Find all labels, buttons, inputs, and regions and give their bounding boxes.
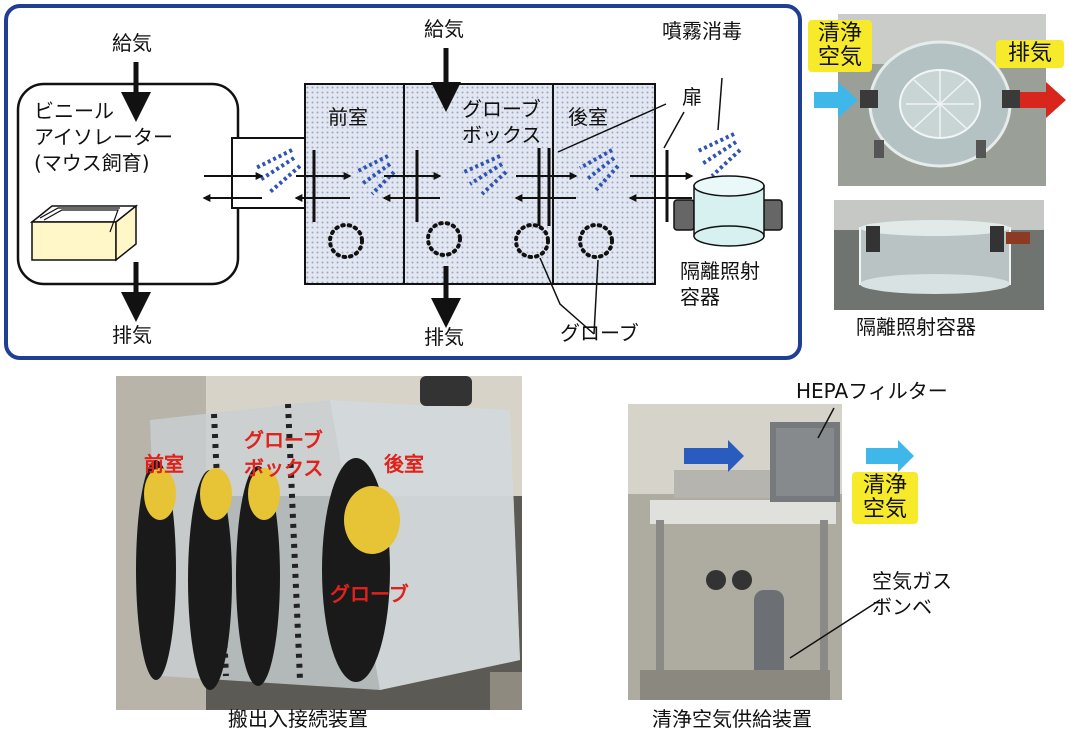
- connection-duct: [231, 137, 307, 209]
- bottom-left-caption: 搬出入接続装置: [228, 707, 368, 731]
- rear-room-label: 後室: [568, 105, 608, 129]
- supply-clean-air-badge: 清浄 空気: [852, 472, 918, 525]
- clean-air-line-1: 清浄: [817, 21, 862, 46]
- door-lines: [312, 148, 669, 226]
- photo-front-room-label: 前室: [144, 452, 184, 476]
- glove-box-label-2: ボックス: [462, 123, 542, 147]
- clean-air-badge: 清浄 空気: [808, 20, 872, 73]
- front-room-label: 前室: [328, 105, 368, 129]
- supply-clean-air-line-2: 空気: [862, 497, 907, 523]
- transfer-arrows: [202, 172, 694, 202]
- isolation-container-icon: [673, 175, 783, 247]
- top-right-caption: 隔離照射容器: [856, 315, 976, 339]
- glove-label: グローブ: [560, 321, 639, 345]
- door-label: 扉: [682, 85, 702, 109]
- spray-icons: [255, 132, 742, 196]
- exhaust-badge: 排気: [996, 40, 1064, 69]
- isolation-container-label-1: 隔離照射: [680, 259, 760, 283]
- airflow-arrows: [121, 48, 461, 328]
- photo-glove-label: グローブ: [330, 582, 409, 606]
- exhaust-out-arrow: [1020, 82, 1066, 118]
- supply-blue-arrow: [684, 440, 744, 472]
- supply-center-label: 給気: [424, 17, 464, 41]
- glovebox-body: [304, 83, 656, 285]
- supply-left-label: 給気: [112, 31, 152, 55]
- exhaust-center-label: 排気: [424, 325, 464, 349]
- photo4-leaders: [789, 407, 881, 659]
- vinyl-isolator-label-3: (マウス飼育): [34, 151, 150, 175]
- vinyl-isolator-label-2: アイソレーター: [34, 125, 173, 149]
- spray-disinfection-label: 噴霧消毒: [662, 19, 742, 43]
- photo-glove-box-label-2: ボックス: [244, 456, 324, 480]
- cage-icon: [29, 204, 139, 262]
- photo-container-side: [834, 200, 1044, 310]
- glove-box-label-1: グローブ: [462, 97, 541, 121]
- photo-glove-box-label-1: グローブ: [244, 428, 323, 452]
- photo-rear-room-label: 後室: [384, 452, 424, 476]
- exhaust-left-label: 排気: [112, 323, 152, 347]
- clean-air-line-2: 空気: [817, 45, 862, 71]
- leader-lines: [539, 77, 723, 335]
- bottom-right-caption: 清浄空気供給装置: [652, 707, 812, 731]
- glove-ports: [328, 221, 614, 259]
- isolation-container-label-2: 容器: [680, 285, 720, 309]
- clean-air-in-arrow: [814, 82, 858, 118]
- hepa-filter-label: HEPAフィルター: [796, 379, 948, 403]
- vinyl-isolator-label-1: ビニール: [34, 99, 114, 123]
- gas-cylinder-label-2: ボンベ: [872, 595, 932, 619]
- diagram-frame: [4, 4, 802, 360]
- gas-cylinder-label-1: 空気ガス: [872, 569, 952, 593]
- photo-glovebox: [116, 376, 522, 710]
- supply-clean-air-line-1: 清浄: [862, 473, 907, 498]
- clean-air-out-arrow: [866, 440, 914, 472]
